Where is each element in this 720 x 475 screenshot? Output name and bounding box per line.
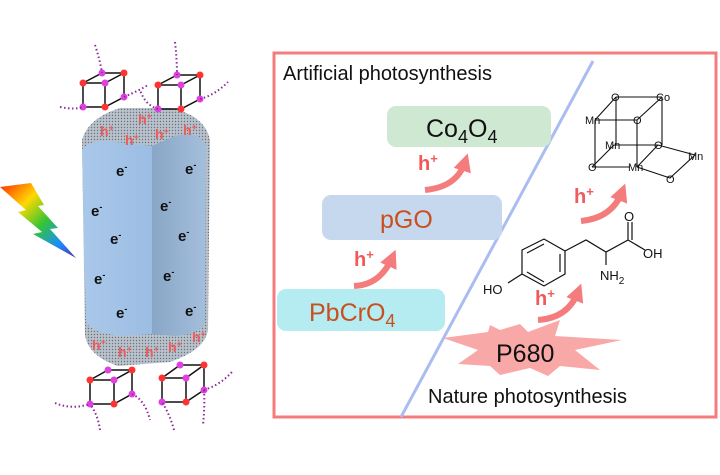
electron-label: e- (163, 267, 174, 285)
hole-label: h+ (354, 247, 374, 271)
atom-o: O (588, 162, 597, 174)
atom-o: O (633, 115, 642, 127)
cubane-cluster-bottom-right (158, 361, 233, 431)
hole-label: h+ (100, 123, 114, 139)
pbcro4-crystal (82, 108, 210, 366)
tyrosine-ho: HO (483, 282, 503, 297)
electron-label: e- (185, 160, 196, 178)
hole-label: h+ (138, 111, 152, 127)
hole-label: h+ (535, 286, 555, 310)
arrow-icon (424, 153, 471, 193)
tyrosine-carbonyl-o: O (624, 209, 634, 224)
atom-mn: Mn (585, 115, 600, 127)
co4o4-label: Co4O4 (426, 115, 497, 147)
tyrosine-nh2: NH2 (600, 268, 625, 287)
arrow-icon (580, 183, 628, 224)
hole-label: h+ (155, 126, 169, 142)
atom-mn: Mn (688, 151, 703, 163)
pgo-label: pGO (380, 206, 433, 234)
arrow-icon (537, 283, 584, 323)
atom-co: Co (656, 92, 670, 104)
hole-label: h+ (125, 132, 139, 148)
p680-burst (443, 320, 622, 376)
hole-label: h+ (192, 329, 206, 345)
electron-label: e- (185, 302, 196, 320)
pgo-box (322, 195, 502, 240)
cubane-cluster-top-right (139, 41, 229, 113)
hole-labels: h+ h+ h+ h+ h+ h+ h+ h+ h+ h+ (92, 111, 206, 360)
atom-mn: Mn (628, 162, 643, 174)
co4o4-box (387, 106, 551, 147)
hole-transfer-arrows: h+ h+ h+ h+ (353, 151, 628, 323)
artificial-photosynthesis-title: Artificial photosynthesis (283, 63, 492, 85)
atom-o: O (666, 174, 675, 186)
light-bolt-icon (0, 183, 76, 258)
pbcro4-box (277, 289, 445, 331)
electron-label: e- (110, 230, 121, 248)
electron-label: e- (178, 227, 189, 245)
pbcro4-label: PbCrO4 (309, 299, 395, 331)
mn-cubane-atoms: O Co Mn O Mn O Mn O Mn O (585, 92, 703, 186)
p680-label: P680 (496, 340, 554, 368)
tyrosine-oh: OH (643, 246, 663, 261)
electron-labels: e- e- e- e- e- e- e- e- e- e- (91, 160, 196, 322)
hole-label: h+ (145, 344, 159, 360)
cubane-cluster-top-left (59, 44, 149, 111)
atom-o: O (654, 140, 663, 152)
hole-label: h+ (183, 122, 197, 138)
atom-o: O (611, 92, 620, 104)
cubane-cluster-bottom-left (54, 366, 151, 431)
electron-label: e- (160, 197, 171, 215)
hole-label: h+ (574, 184, 594, 208)
electron-label: e- (116, 162, 127, 180)
hole-label: h+ (92, 337, 106, 353)
electron-label: e- (116, 304, 127, 322)
atom-mn: Mn (605, 140, 620, 152)
arrow-icon (353, 249, 397, 289)
hole-label: h+ (418, 151, 438, 175)
mn-cubane-structure (591, 96, 697, 179)
nature-photosynthesis-title: Nature photosynthesis (428, 386, 627, 408)
tyrosine-structure (507, 222, 646, 287)
electron-label: e- (91, 202, 102, 220)
hole-label: h+ (168, 339, 182, 355)
electron-label: e- (94, 270, 105, 288)
hole-label: h+ (118, 344, 132, 360)
